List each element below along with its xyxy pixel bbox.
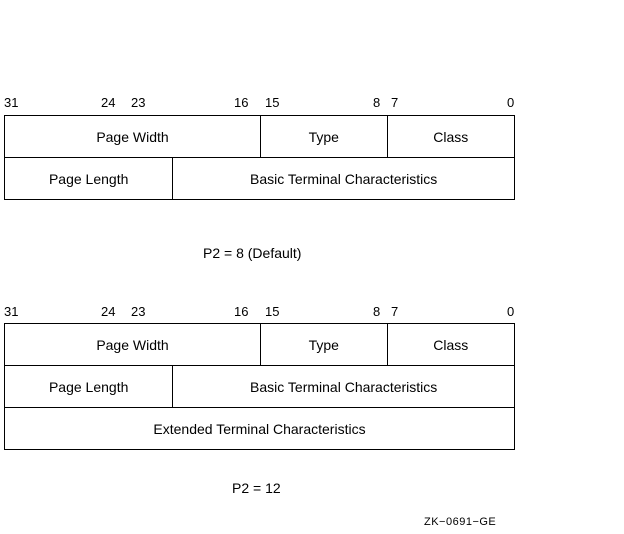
bit-7: 7 <box>391 304 399 319</box>
field-basic-terminal-characteristics: Basic Terminal Characteristics <box>172 158 514 199</box>
field-page-width: Page Width <box>96 128 169 145</box>
register-diagram-p2-8: Page Width Type Class Page Length Basic … <box>4 115 515 200</box>
register-row-2: Page Length Basic Terminal Characteristi… <box>4 366 515 408</box>
bit-23: 23 <box>131 304 146 319</box>
field-page-length: Page Length <box>48 170 129 187</box>
bit-16: 16 <box>234 95 249 110</box>
field-class: Class <box>386 324 515 365</box>
field-page-width: Page Width <box>96 336 169 353</box>
register-diagram-p2-12: Page Width Type Class Page Length Basic … <box>4 323 515 450</box>
field-type: Type <box>260 324 387 365</box>
register-row-2: Page Length Basic Terminal Characteristi… <box>4 158 515 200</box>
field-basic-terminal-characteristics: Basic Terminal Characteristics <box>172 366 514 407</box>
register-row-3: Extended Terminal Characteristics <box>4 408 515 450</box>
register-row-1: Page Width Type Class <box>4 115 515 158</box>
field-class: Class <box>386 116 515 157</box>
bit-8: 8 <box>373 304 381 319</box>
bit-7: 7 <box>391 95 399 110</box>
figure-id: ZK−0691−GE <box>424 516 497 528</box>
bit-24: 24 <box>101 95 116 110</box>
bit-24: 24 <box>101 304 116 319</box>
bit-8: 8 <box>373 95 381 110</box>
bit-31: 31 <box>4 95 19 110</box>
register-row-1: Page Width Type Class <box>4 323 515 366</box>
bit-23: 23 <box>131 95 146 110</box>
caption-p2-8: P2 = 8 (Default) <box>203 245 302 261</box>
bit-0: 0 <box>507 95 515 110</box>
caption-p2-12: P2 = 12 <box>232 480 281 496</box>
bit-15: 15 <box>265 304 280 319</box>
bit-0: 0 <box>507 304 515 319</box>
bit-15: 15 <box>265 95 280 110</box>
field-type: Type <box>260 116 387 157</box>
field-page-length: Page Length <box>48 378 129 395</box>
field-extended-terminal-characteristics: Extended Terminal Characteristics <box>153 420 366 437</box>
bit-16: 16 <box>234 304 249 319</box>
bit-31: 31 <box>4 304 19 319</box>
